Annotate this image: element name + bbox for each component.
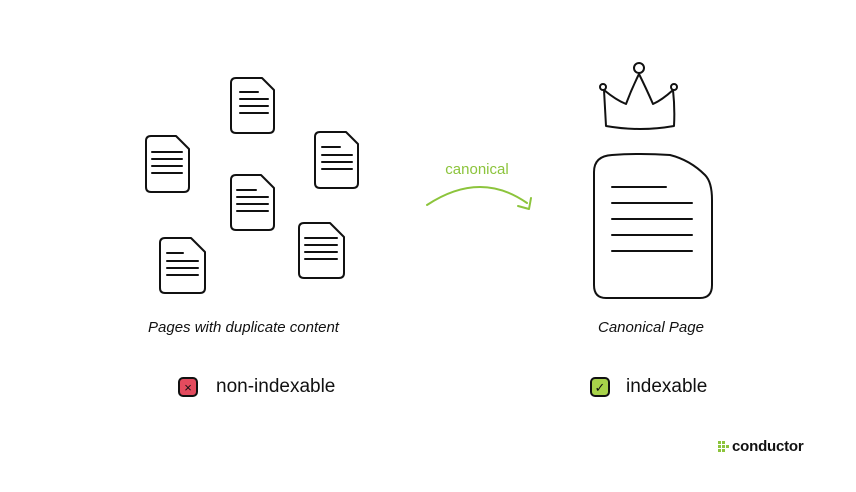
- duplicate-document-icon: [230, 174, 275, 231]
- canonical-document-icon: [593, 153, 713, 299]
- non-indexable-x-icon: ×: [178, 377, 198, 397]
- duplicate-document-icon: [145, 135, 190, 193]
- duplicate-document-icon: [230, 77, 275, 134]
- non-indexable-label: non-indexable: [216, 376, 336, 397]
- duplicate-document-icon: [314, 131, 359, 189]
- indexable-label: indexable: [626, 376, 708, 397]
- conductor-logo: conductor: [732, 438, 804, 455]
- conductor-logo-text: conductor: [732, 438, 804, 455]
- crown-icon: [599, 62, 678, 130]
- canonical-page-caption: Canonical Page: [598, 319, 704, 336]
- arrow-label: canonical: [445, 161, 508, 178]
- conductor-logo-mark-icon: [718, 441, 729, 452]
- indexable-check-icon: ✓: [590, 377, 610, 397]
- duplicate-document-icon: [298, 222, 345, 279]
- canonical-arrow-icon: [426, 186, 532, 210]
- duplicate-pages-caption: Pages with duplicate content: [148, 319, 339, 336]
- duplicate-document-icon: [159, 237, 206, 294]
